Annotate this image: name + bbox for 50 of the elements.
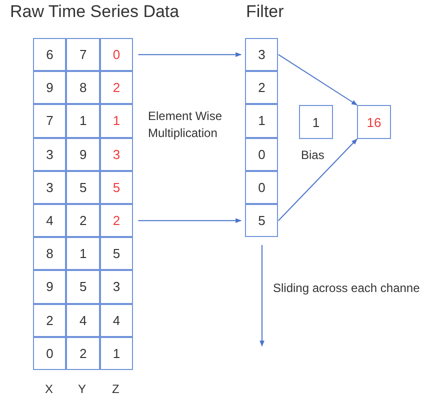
data-cell: 2 <box>33 304 66 337</box>
data-cell: 9 <box>66 138 100 171</box>
data-cell: 4 <box>66 304 100 337</box>
data-cell: 5 <box>100 237 134 270</box>
filter-cell: 0 <box>245 170 278 204</box>
data-cell: 1 <box>100 104 134 138</box>
axis-label: X <box>45 382 54 396</box>
arrow <box>278 138 358 222</box>
filter-cell: 0 <box>245 138 278 171</box>
data-cell: 5 <box>100 170 134 204</box>
data-cell: 2 <box>100 204 134 238</box>
data-cell: 2 <box>66 336 100 370</box>
axis-label: Z <box>112 382 120 396</box>
arrow <box>278 54 358 106</box>
filter-cell: 5 <box>245 204 278 238</box>
arrow <box>138 218 242 223</box>
bias-label: Bias <box>301 148 324 162</box>
data-cell: 4 <box>100 304 134 337</box>
data-cell: 2 <box>100 71 134 104</box>
filter-cell: 1 <box>245 104 278 138</box>
heading: Raw Time Series Data <box>10 2 180 22</box>
data-cell: 3 <box>33 170 66 204</box>
output-box: 16 <box>357 105 391 139</box>
arrow <box>138 52 242 57</box>
bias-box: 1 <box>299 105 333 139</box>
data-cell: 7 <box>33 104 66 138</box>
data-cell: 1 <box>66 104 100 138</box>
data-cell: 1 <box>66 237 100 270</box>
data-cell: 1 <box>100 336 134 370</box>
data-cell: 6 <box>33 38 66 72</box>
data-cell: 9 <box>33 270 66 304</box>
data-cell: 5 <box>66 270 100 304</box>
data-cell: 9 <box>33 71 66 104</box>
data-cell: 0 <box>100 38 134 72</box>
data-cell: 3 <box>33 138 66 171</box>
annotation-text: Element Wise Multiplication <box>148 108 224 142</box>
annotation-text: Sliding across each channe <box>273 281 420 295</box>
data-cell: 0 <box>33 336 66 370</box>
data-cell: 4 <box>33 204 66 238</box>
data-cell: 3 <box>100 138 134 171</box>
filter-cell: 3 <box>245 38 278 72</box>
data-cell: 2 <box>66 204 100 238</box>
axis-label: Y <box>78 382 86 396</box>
filter-cell: 2 <box>245 71 278 104</box>
data-cell: 8 <box>33 237 66 270</box>
heading: Filter <box>246 2 284 22</box>
data-cell: 5 <box>66 170 100 204</box>
data-cell: 7 <box>66 38 100 72</box>
data-cell: 3 <box>100 270 134 304</box>
data-cell: 8 <box>66 71 100 104</box>
